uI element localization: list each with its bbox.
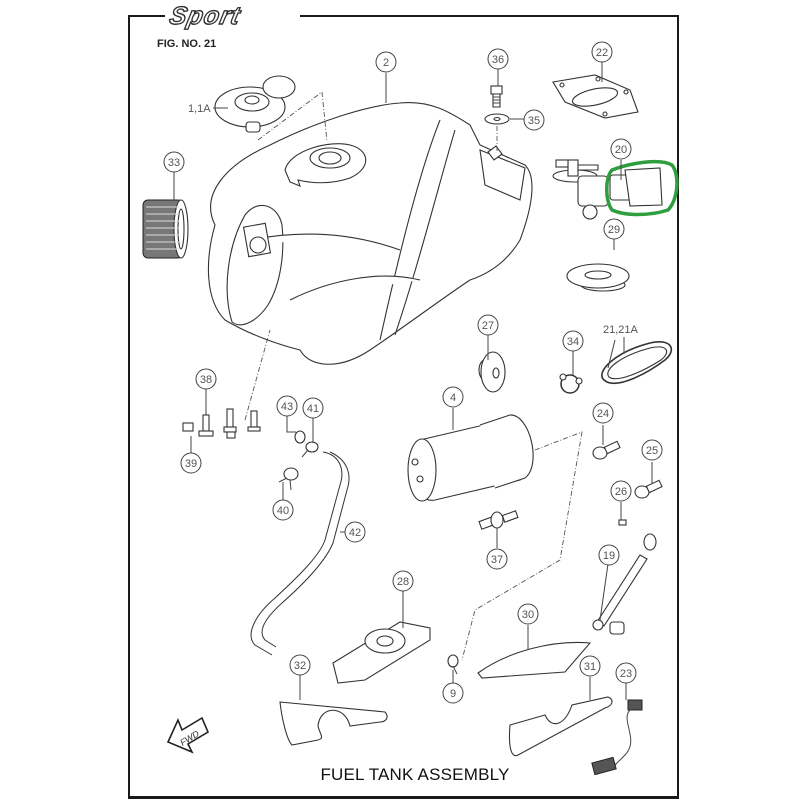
callout-27[interactable]: 27	[477, 314, 499, 336]
cap-alignment-line	[257, 91, 328, 143]
part-screw-24[interactable]	[592, 440, 621, 460]
svg-text:41: 41	[307, 403, 319, 415]
svg-text:21,21A: 21,21A	[603, 324, 639, 336]
callout-22[interactable]: 22	[591, 41, 613, 63]
part-mounting-bolts[interactable]	[182, 408, 261, 439]
svg-text:40: 40	[277, 505, 289, 517]
svg-text:22: 22	[596, 47, 608, 59]
part-knurled-grommet[interactable]	[142, 199, 189, 259]
part-insulator-plate-front[interactable]	[279, 701, 388, 746]
part-insulator-plate[interactable]	[508, 696, 613, 757]
svg-text:4: 4	[450, 392, 456, 404]
part-fuel-cap[interactable]	[214, 75, 296, 133]
callout-39[interactable]: 39	[180, 452, 202, 474]
svg-text:27: 27	[482, 320, 494, 332]
callout-26[interactable]: 26	[610, 480, 632, 502]
callout-9[interactable]: 9	[442, 682, 464, 704]
part-rubber-mount[interactable]	[478, 351, 506, 393]
part-fuel-pump-unit[interactable]	[552, 159, 663, 220]
svg-text:42: 42	[349, 527, 361, 539]
callout-33[interactable]: 33	[163, 151, 185, 173]
part-fuel-hose[interactable]	[592, 533, 657, 635]
part-washer-35[interactable]	[484, 113, 510, 125]
svg-text:39: 39	[185, 458, 197, 470]
svg-text:31: 31	[584, 661, 596, 673]
highlight-circle	[605, 159, 679, 217]
svg-text:28: 28	[397, 576, 409, 588]
brand-backdrop	[165, 4, 300, 30]
callout-31[interactable]: 31	[579, 655, 601, 677]
diagram-caption: FUEL TANK ASSEMBLY	[320, 765, 510, 784]
figure-number: FIG. NO. 21	[157, 38, 217, 50]
svg-text:24: 24	[597, 408, 609, 420]
part-o-ring[interactable]	[601, 341, 673, 385]
callout-41[interactable]: 41	[302, 397, 324, 419]
part-hose-clamp-40[interactable]	[278, 467, 299, 491]
svg-text:29: 29	[608, 224, 620, 236]
callout-42[interactable]: 42	[344, 521, 366, 543]
part-lock-ring[interactable]	[566, 263, 630, 292]
svg-text:36: 36	[492, 54, 504, 66]
svg-text:26: 26	[615, 486, 627, 498]
svg-text:23: 23	[620, 668, 632, 680]
part-clip-small[interactable]	[447, 654, 459, 675]
svg-text:25: 25	[646, 445, 658, 457]
forward-arrow-icon: FWD	[166, 716, 210, 754]
part-bolt-36[interactable]	[490, 85, 503, 108]
part-nut-26[interactable]	[618, 519, 627, 526]
svg-text:38: 38	[200, 374, 212, 386]
part-drain-hose[interactable]	[250, 451, 350, 656]
svg-text:35: 35	[528, 115, 540, 127]
callout-2[interactable]: 2	[375, 51, 397, 73]
part-nut-43[interactable]	[294, 430, 306, 444]
callout-32[interactable]: 32	[289, 654, 311, 676]
callout-37[interactable]: 37	[486, 548, 508, 570]
callout-1-1a[interactable]: 1,1A	[188, 103, 211, 115]
part-damper-pad[interactable]	[332, 621, 431, 684]
callout-43[interactable]: 43	[276, 395, 298, 417]
callout-25[interactable]: 25	[641, 439, 663, 461]
svg-text:34: 34	[567, 336, 579, 348]
callout-4[interactable]: 4	[442, 386, 464, 408]
callout-21-21a[interactable]: 21,21A	[603, 324, 639, 336]
part-screw-25[interactable]	[634, 479, 663, 499]
bolt-guide-line	[244, 329, 271, 421]
diagram-frame	[128, 15, 679, 799]
svg-text:37: 37	[491, 554, 503, 566]
part-hose-clip-41[interactable]	[301, 441, 319, 458]
callout-34[interactable]: 34	[562, 330, 584, 352]
svg-text:20: 20	[615, 144, 627, 156]
callout-29[interactable]: 29	[603, 218, 625, 240]
svg-text:19: 19	[603, 550, 615, 562]
callout-23[interactable]: 23	[615, 662, 637, 684]
callout-19[interactable]: 19	[598, 544, 620, 566]
svg-text:1,1A: 1,1A	[188, 103, 211, 115]
svg-text:2: 2	[383, 57, 389, 69]
svg-text:32: 32	[294, 660, 306, 672]
part-fuel-level-sensor-harness[interactable]	[591, 699, 643, 776]
part-gasket-plate[interactable]	[552, 74, 639, 119]
callout-35[interactable]: 35	[523, 109, 545, 131]
callout-38[interactable]: 38	[195, 368, 217, 390]
callout-36[interactable]: 36	[487, 48, 509, 70]
part-fuel-filter-canister[interactable]	[407, 414, 534, 502]
svg-text:9: 9	[450, 688, 456, 700]
svg-text:43: 43	[281, 401, 293, 413]
svg-text:30: 30	[522, 609, 534, 621]
part-hose-clamp[interactable]	[559, 373, 583, 394]
callout-30[interactable]: 30	[517, 603, 539, 625]
callout-24[interactable]: 24	[592, 402, 614, 424]
part-heat-shield[interactable]	[477, 641, 592, 679]
part-check-valve[interactable]	[478, 510, 519, 530]
callout-20[interactable]: 20	[610, 138, 632, 160]
filter-guide-line	[461, 431, 583, 661]
callout-28[interactable]: 28	[392, 570, 414, 592]
part-fuel-tank[interactable]	[207, 101, 533, 365]
callout-40[interactable]: 40	[272, 499, 294, 521]
svg-text:33: 33	[168, 157, 180, 169]
